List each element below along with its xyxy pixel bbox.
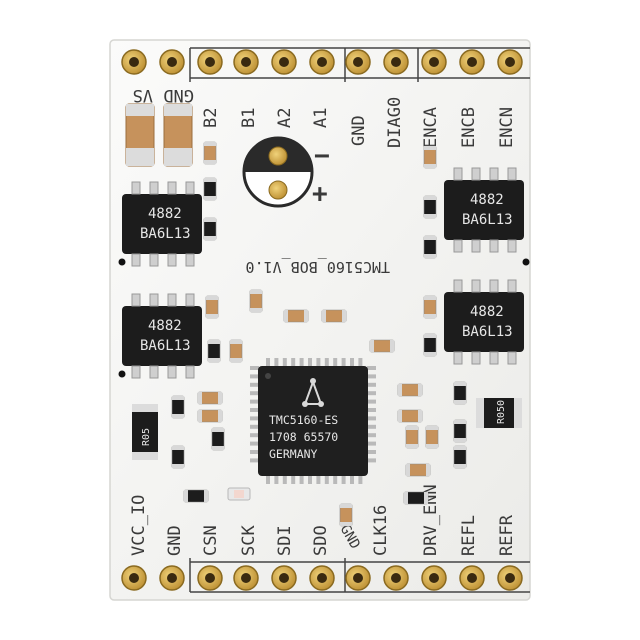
sense-resistor-right: R050 xyxy=(476,398,522,428)
pin-label-sdi: SDI xyxy=(275,525,295,556)
tmc5160-driver-chip: TMC5160-ES 1708 65570 GERMANY xyxy=(250,358,376,484)
minus-sign: − xyxy=(314,141,330,171)
svg-text:R050: R050 xyxy=(496,400,507,424)
edge-vias xyxy=(118,258,530,378)
driver-chip-line2: 1708 65570 xyxy=(269,430,338,444)
top-pin-labels: GND VS B2 B1 A2 A1 GND DIAG0 ENCA ENCB E… xyxy=(133,85,517,148)
svg-text:R05: R05 xyxy=(141,428,152,446)
mosfet-chip-top-left: 4882 BA6L13 xyxy=(122,194,202,254)
smd-passives xyxy=(171,141,467,527)
pin-label-clk16: CLK16 xyxy=(371,505,391,556)
pin-label-vcc-io: VCC_IO xyxy=(129,495,149,556)
board-name: TMC5160_BOB_V1.0 xyxy=(246,258,391,276)
plus-sign: + xyxy=(312,179,328,209)
sense-resistor-left: R05 xyxy=(132,404,158,460)
svg-text:BA6L13: BA6L13 xyxy=(140,226,191,242)
svg-text:4882: 4882 xyxy=(470,304,504,320)
driver-chip-line3: GERMANY xyxy=(269,447,318,461)
pin-label-refl: REFL xyxy=(459,515,479,556)
top-header-dividers xyxy=(189,47,530,82)
mosfet-legs xyxy=(131,167,517,379)
pin-label-b2: B2 xyxy=(201,108,221,128)
pin-label-refr: REFR xyxy=(497,514,517,556)
pin-label-a2: A2 xyxy=(275,108,295,128)
status-led xyxy=(227,487,251,501)
pin-label-sck: SCK xyxy=(239,525,259,556)
pin-label-gnd-bottom: GND xyxy=(165,525,185,556)
svg-text:4882: 4882 xyxy=(148,318,182,334)
bottom-pin-pads xyxy=(121,565,523,591)
mosfet-chip-bottom-left: 4882 BA6L13 xyxy=(122,306,202,366)
pin-label-csn: CSN xyxy=(201,525,221,556)
pin-label-sdo: SDO xyxy=(311,525,331,556)
pin-label-enca: ENCA xyxy=(421,107,441,148)
svg-text:BA6L13: BA6L13 xyxy=(140,338,191,354)
top-left-label: GND VS xyxy=(133,85,194,105)
svg-text:4882: 4882 xyxy=(148,206,182,222)
pin-label-a1: A1 xyxy=(311,108,331,128)
pin-label-encn: ENCN xyxy=(497,107,517,148)
svg-text:BA6L13: BA6L13 xyxy=(462,324,513,340)
input-capacitors xyxy=(125,103,193,167)
polarity-pad-top xyxy=(268,146,288,166)
driver-chip-line1: TMC5160-ES xyxy=(269,413,338,427)
top-pin-pads xyxy=(121,49,523,75)
pin-label-encb: ENCB xyxy=(459,107,479,148)
bottom-header-dividers xyxy=(189,558,530,593)
polarity-marker: − + xyxy=(242,136,330,209)
mosfet-chip-top-right: 4882 BA6L13 xyxy=(444,180,524,240)
mosfet-chip-bottom-right: 4882 BA6L13 xyxy=(444,292,524,352)
pin-label-gnd: GND xyxy=(349,115,369,146)
polarity-pad-bottom xyxy=(268,180,288,200)
pin-label-diag0: DIAG0 xyxy=(385,97,405,148)
pin-label-b1: B1 xyxy=(239,108,259,128)
svg-text:BA6L13: BA6L13 xyxy=(462,212,513,228)
svg-text:4882: 4882 xyxy=(470,192,504,208)
